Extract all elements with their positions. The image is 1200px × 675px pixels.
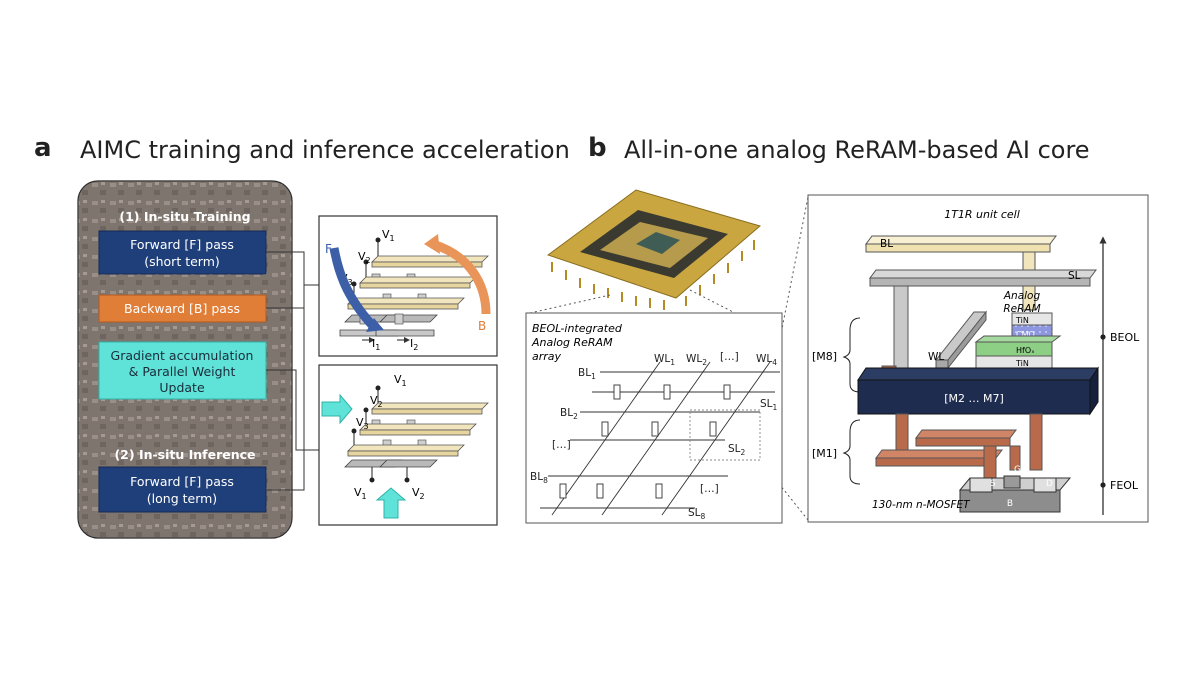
svg-text:SL2: SL2 bbox=[728, 443, 746, 457]
svg-text:BL2: BL2 bbox=[560, 407, 578, 421]
svg-text:CMO: CMO bbox=[1016, 330, 1035, 339]
svg-text:TiN: TiN bbox=[1015, 359, 1029, 368]
d-label: D bbox=[1046, 479, 1053, 489]
svg-text:[…]: […] bbox=[700, 483, 719, 495]
gradient-line2: & Parallel Weight bbox=[129, 364, 236, 379]
beol-label: BEOL bbox=[1110, 331, 1140, 344]
svg-text:I1: I1 bbox=[372, 337, 380, 352]
gradient-box bbox=[98, 341, 267, 400]
svg-text:[…]: […] bbox=[720, 351, 739, 363]
wl-label: WL bbox=[928, 351, 944, 363]
panel-b-title: All-in-one analog ReRAM-based AI core bbox=[624, 136, 1090, 164]
backward-label: Backward [B] pass bbox=[124, 301, 240, 316]
forward-short-line1: Forward [F] pass bbox=[130, 237, 234, 252]
panel-b-diagram: BEOL-integrated Analog ReRAM array bbox=[525, 189, 1149, 524]
forward-long-line1: Forward [F] pass bbox=[130, 474, 234, 489]
gradient-line1: Gradient accumulation bbox=[111, 348, 254, 363]
panel-a-title: AIMC training and inference acceleration bbox=[80, 136, 570, 164]
svg-text:BL1: BL1 bbox=[578, 367, 596, 381]
forward-long-line2: (long term) bbox=[147, 491, 217, 506]
sl-label: SL bbox=[1068, 270, 1081, 282]
connector-forward-long bbox=[266, 285, 305, 491]
crossbar-bottom: V1 V2 V3 V1 V2 bbox=[321, 373, 489, 519]
connector-gradient bbox=[266, 369, 320, 451]
svg-text:[…]: […] bbox=[552, 439, 571, 451]
b-terminal-label: B bbox=[1007, 499, 1013, 509]
connector-forward-short bbox=[266, 251, 320, 286]
svg-text:V2: V2 bbox=[412, 486, 425, 501]
inference-header: (2) In-situ Inference bbox=[114, 447, 255, 462]
svg-text:TiN: TiN bbox=[1015, 316, 1029, 325]
svg-text:WL1: WL1 bbox=[654, 353, 675, 367]
array-title-2: Analog ReRAM bbox=[531, 336, 613, 349]
svg-text:V1: V1 bbox=[394, 373, 407, 388]
m1-label: [M1] bbox=[812, 447, 837, 460]
m8-label: [M8] bbox=[812, 350, 837, 363]
svg-text:SL8: SL8 bbox=[688, 507, 706, 521]
forward-short-line2: (short term) bbox=[144, 254, 220, 269]
m2-m7-label: [M2 … M7] bbox=[944, 392, 1004, 405]
svg-text:V1: V1 bbox=[382, 228, 395, 243]
analog-reram-2: ReRAM bbox=[1003, 303, 1040, 315]
training-header: (1) In-situ Training bbox=[119, 209, 250, 224]
reram-array-box bbox=[525, 312, 783, 524]
gradient-line3: Update bbox=[159, 380, 205, 395]
bl-label: BL bbox=[880, 238, 893, 250]
b-label: B bbox=[478, 319, 486, 333]
panel-b-letter: b bbox=[588, 133, 607, 163]
feol-label: FEOL bbox=[1110, 479, 1139, 492]
reram-array-schematic bbox=[540, 361, 780, 516]
unit-cell-title: 1T1R unit cell bbox=[944, 208, 1020, 221]
array-title-3: array bbox=[532, 350, 562, 363]
svg-text:WL4: WL4 bbox=[756, 353, 777, 367]
svg-text:BL8: BL8 bbox=[530, 471, 548, 485]
s-label: S bbox=[990, 479, 996, 489]
svg-text:SL1: SL1 bbox=[760, 398, 778, 412]
svg-text:V1: V1 bbox=[354, 486, 367, 501]
svg-text:HfOₓ: HfOₓ bbox=[1016, 346, 1035, 355]
panel-a-diagram: (1) In-situ Training Forward [F] pass (s… bbox=[77, 180, 498, 539]
svg-text:WL2: WL2 bbox=[686, 353, 707, 367]
array-title-1: BEOL-integrated bbox=[532, 322, 623, 335]
analog-reram-1: Analog bbox=[1003, 290, 1041, 302]
svg-text:V2: V2 bbox=[358, 250, 371, 265]
panel-a-letter: a bbox=[34, 133, 52, 163]
svg-text:I2: I2 bbox=[410, 337, 418, 352]
svg-text:V3: V3 bbox=[356, 416, 369, 431]
chip-package-image bbox=[546, 189, 762, 310]
unit-cell-3d: BEOL FEOL [M8] [M1] BL SL Analog ReRAM T… bbox=[812, 235, 1140, 515]
g-label: G bbox=[1014, 465, 1021, 475]
mosfet-label: 130-nm n-MOSFET bbox=[872, 499, 971, 511]
f-label: F bbox=[325, 242, 332, 256]
crossbar-top: V1 V2 V3 F B I1 I2 bbox=[325, 228, 491, 352]
svg-text:V2: V2 bbox=[370, 394, 383, 409]
